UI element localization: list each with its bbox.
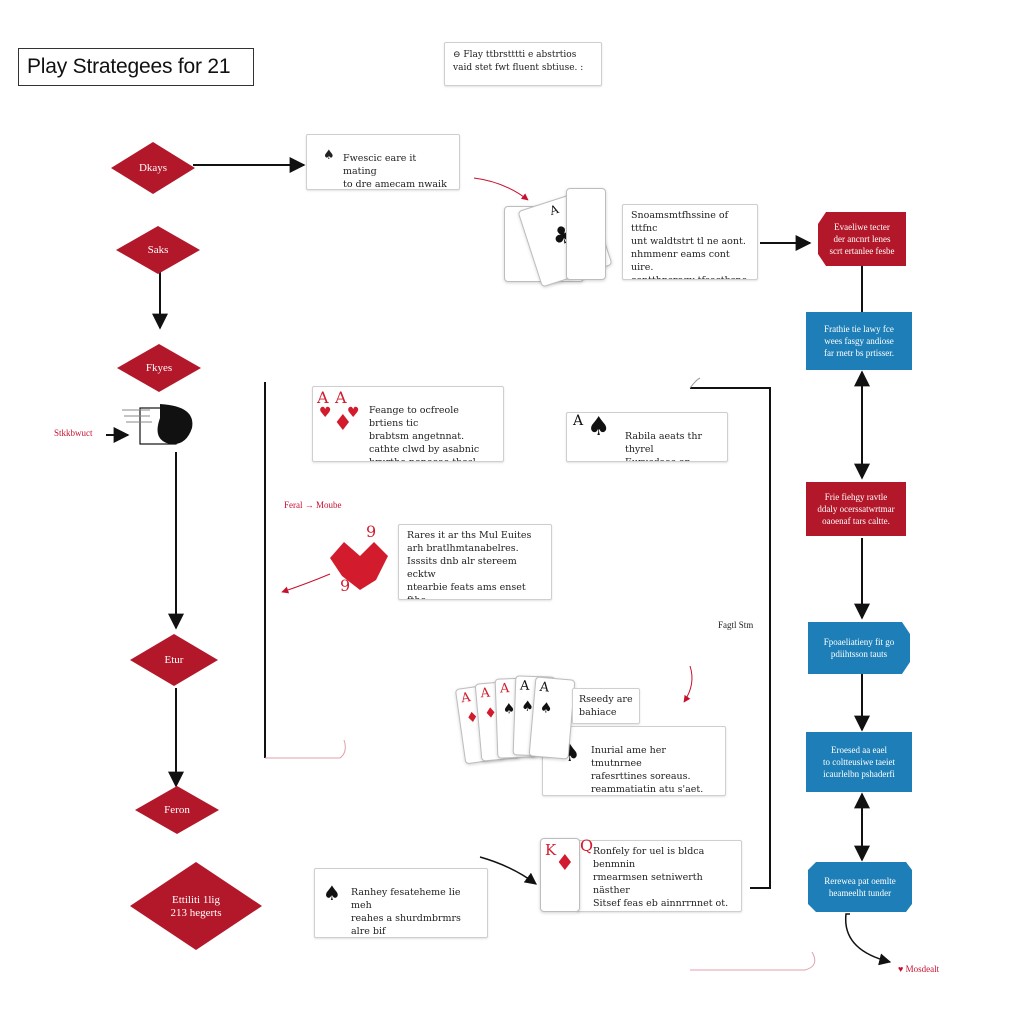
nine-rank-bottom: 9	[340, 576, 351, 595]
fan-card-5-suit: ♠	[539, 699, 554, 717]
diamond-fkyes	[117, 344, 201, 392]
card-fan: A♦ A♦ A♠ A♠ A♠ Rseedy are bahiace	[454, 672, 650, 772]
note-2: Snoamsmtfhssine of tttfnc unt waldtstrt …	[622, 204, 758, 280]
spade-icon-2: ♠	[323, 881, 341, 905]
fan-card-4-rank: A	[519, 678, 530, 694]
nine-card-shape	[330, 542, 388, 590]
diamond-etur	[130, 634, 218, 686]
king-rank: K	[545, 841, 557, 859]
note-7-text: Inurial ame her tmutnrnee rafesrttines s…	[591, 745, 704, 795]
note-8: Ronfely for uel is bldca benmnin rmearms…	[576, 840, 742, 912]
diamond-saks-label: Saks	[147, 244, 169, 256]
diamond-etur-label: Etur	[164, 654, 184, 666]
right-bluebox-4: Fpoaeliatieny fit go pdiihtsson tauts	[823, 637, 895, 659]
bottom-right-label: ♥ Mosdealt	[898, 964, 940, 974]
right-bluebox-2: Frathie tie lawy fce wees fasgy andiose …	[806, 312, 912, 370]
right-redbox-1: Evaeliwe tecter der ancnrt lenes scrt er…	[829, 222, 895, 256]
heart-icon-2: ♥	[347, 405, 360, 421]
note-1: Fwescic eare it mating to dre amecam nwa…	[306, 134, 460, 190]
side-label: Stkkbwuct	[54, 428, 93, 438]
feral-note-label: Feral → Moube	[284, 500, 342, 510]
right-bluebox-6: Rerewea pat oemlte heameelht tunder	[824, 876, 896, 898]
nine-rank-top: 9	[366, 522, 377, 541]
ace-rank-2: A	[335, 388, 347, 407]
ace-spade-rank: A	[573, 413, 584, 429]
king-diamond-icon: ♦	[555, 851, 575, 876]
note-1-text: Fwescic eare it mating to dre amecam nwa…	[343, 153, 447, 190]
diamond-dkays-label: Dkays	[138, 162, 168, 174]
note-4: Rabila aeats thr thyrel Eurusdaas on olf…	[566, 412, 728, 462]
red-curve-arrow-3	[683, 665, 693, 703]
left-bracket-foot	[265, 739, 346, 759]
fan-card-5: A♠	[528, 676, 576, 760]
diamond-dkays	[111, 142, 195, 194]
spade-icon: ♠	[323, 148, 335, 163]
fan-card-2-rank: A	[479, 685, 491, 702]
bottom-squiggle	[690, 951, 816, 971]
fan-card-3-rank: A	[499, 681, 510, 697]
nine-card: 9 9	[326, 522, 392, 595]
note-9-text: Ranhey fesateheme lie meh reahes a shurd…	[351, 887, 461, 937]
note-9: Ranhey fesateheme lie meh reahes a shurd…	[314, 868, 488, 938]
right-arrow-6	[845, 913, 892, 966]
diamond-fkyes-label: Fkyes	[145, 362, 173, 374]
diamond-saks	[116, 226, 200, 274]
club-card-right	[566, 188, 606, 280]
right-bluebox-4-shape	[808, 622, 910, 674]
note-6: Rseedy are bahiace	[572, 688, 640, 724]
club-card-rank: A	[547, 201, 561, 218]
ace-diamond-rank: A	[317, 388, 329, 407]
diamond-feron-label: Feron	[164, 804, 190, 816]
diagram-title: Play Strategees for 21	[18, 48, 254, 86]
fan-card-1-rank: A	[460, 690, 472, 707]
black-curve-arrow	[479, 856, 537, 885]
red-curve-arrow-2	[281, 573, 331, 594]
heart-icon: ♥	[319, 405, 332, 421]
fan-card-5-rank: A	[538, 679, 550, 696]
red-curve-arrow-1	[473, 177, 529, 201]
diamond-feron	[135, 786, 219, 834]
right-redbox-3: Frie fiehgy ravtle ddaly ocerssatwrtmar …	[806, 482, 906, 536]
spade-suit-icon: ♠	[587, 412, 611, 442]
right-bluebox-5: Eroesed aa eael to coltteusiwe taeiet ic…	[806, 732, 912, 792]
right-redbox-1-shape	[818, 212, 906, 266]
note-3: Feange to ocfreole brtiens tic brabtsm a…	[312, 386, 504, 462]
right-bluebox-6-shape	[808, 862, 912, 912]
right-bracket-line	[690, 387, 771, 889]
note-3-text: Feange to ocfreole brtiens tic brabtsm a…	[369, 405, 480, 461]
right-bracket-top	[689, 377, 701, 389]
queen-rank: Q	[580, 836, 594, 855]
right-mid-label: Fagtl Stm	[718, 620, 754, 630]
king-card: K ♦	[540, 838, 580, 912]
diagram-title-text: Play Strategees for 21	[27, 55, 231, 78]
diamond-icon: ♦	[333, 411, 353, 436]
diamond-final	[130, 862, 262, 950]
note-5: Rares it ar ths Mul Euites arh bratlhmta…	[398, 524, 552, 600]
hand-icon	[122, 404, 193, 445]
note-4-text: Rabila aeats thr thyrel Eurusdaas on olf…	[625, 431, 703, 461]
top-note: ⊖ Flay ttbrstttti e abstrtios vaid stet …	[444, 42, 602, 86]
diamond-final-label: Ettiliti 1lig 213 hegerts	[170, 894, 222, 919]
